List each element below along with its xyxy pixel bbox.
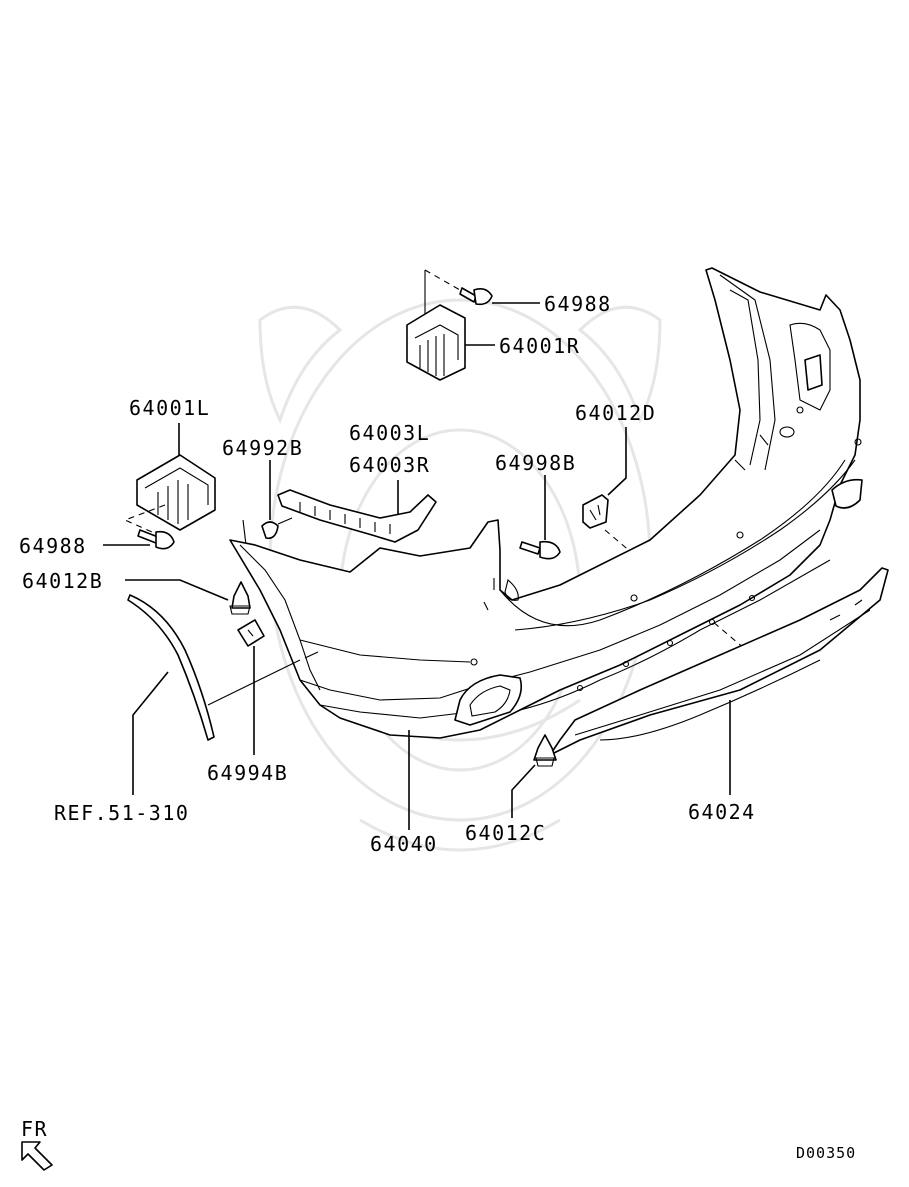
label-64024: 64024 <box>688 800 756 824</box>
diagram-code: D00350 <box>796 1144 856 1162</box>
label-64988-top: 64988 <box>544 292 612 316</box>
nut-64994B <box>237 619 265 755</box>
clip-64012B <box>125 579 251 615</box>
label-64003R: 64003R <box>349 453 430 477</box>
bolt-64998B <box>519 475 561 560</box>
label-64998B: 64998B <box>495 451 576 475</box>
label-64992B: 64992B <box>222 436 303 460</box>
bracket-64001L <box>103 423 216 550</box>
clip-64012C <box>511 734 557 818</box>
label-64988-left: 64988 <box>19 534 87 558</box>
bumper-cover-64040 <box>229 267 863 830</box>
label-64001R: 64001R <box>499 334 580 358</box>
label-64012B: 64012B <box>22 569 103 593</box>
label-64994B: 64994B <box>207 761 288 785</box>
clip-64012D <box>582 427 753 656</box>
label-64040: 64040 <box>370 832 438 856</box>
fender-molding-ref <box>127 594 319 795</box>
label-64001L: 64001L <box>129 396 210 420</box>
label-64012D: 64012D <box>575 401 656 425</box>
lower-garnish-64024 <box>549 567 889 795</box>
retainer-64003 <box>277 480 437 543</box>
label-ref-51-310: REF.51-310 <box>54 801 189 825</box>
label-64003L: 64003L <box>349 421 430 445</box>
front-direction-arrow <box>21 1141 53 1171</box>
screw-64992B <box>242 460 293 546</box>
label-fr: FR <box>21 1117 48 1141</box>
bracket-64001R <box>406 269 540 381</box>
label-64012C: 64012C <box>465 821 546 845</box>
